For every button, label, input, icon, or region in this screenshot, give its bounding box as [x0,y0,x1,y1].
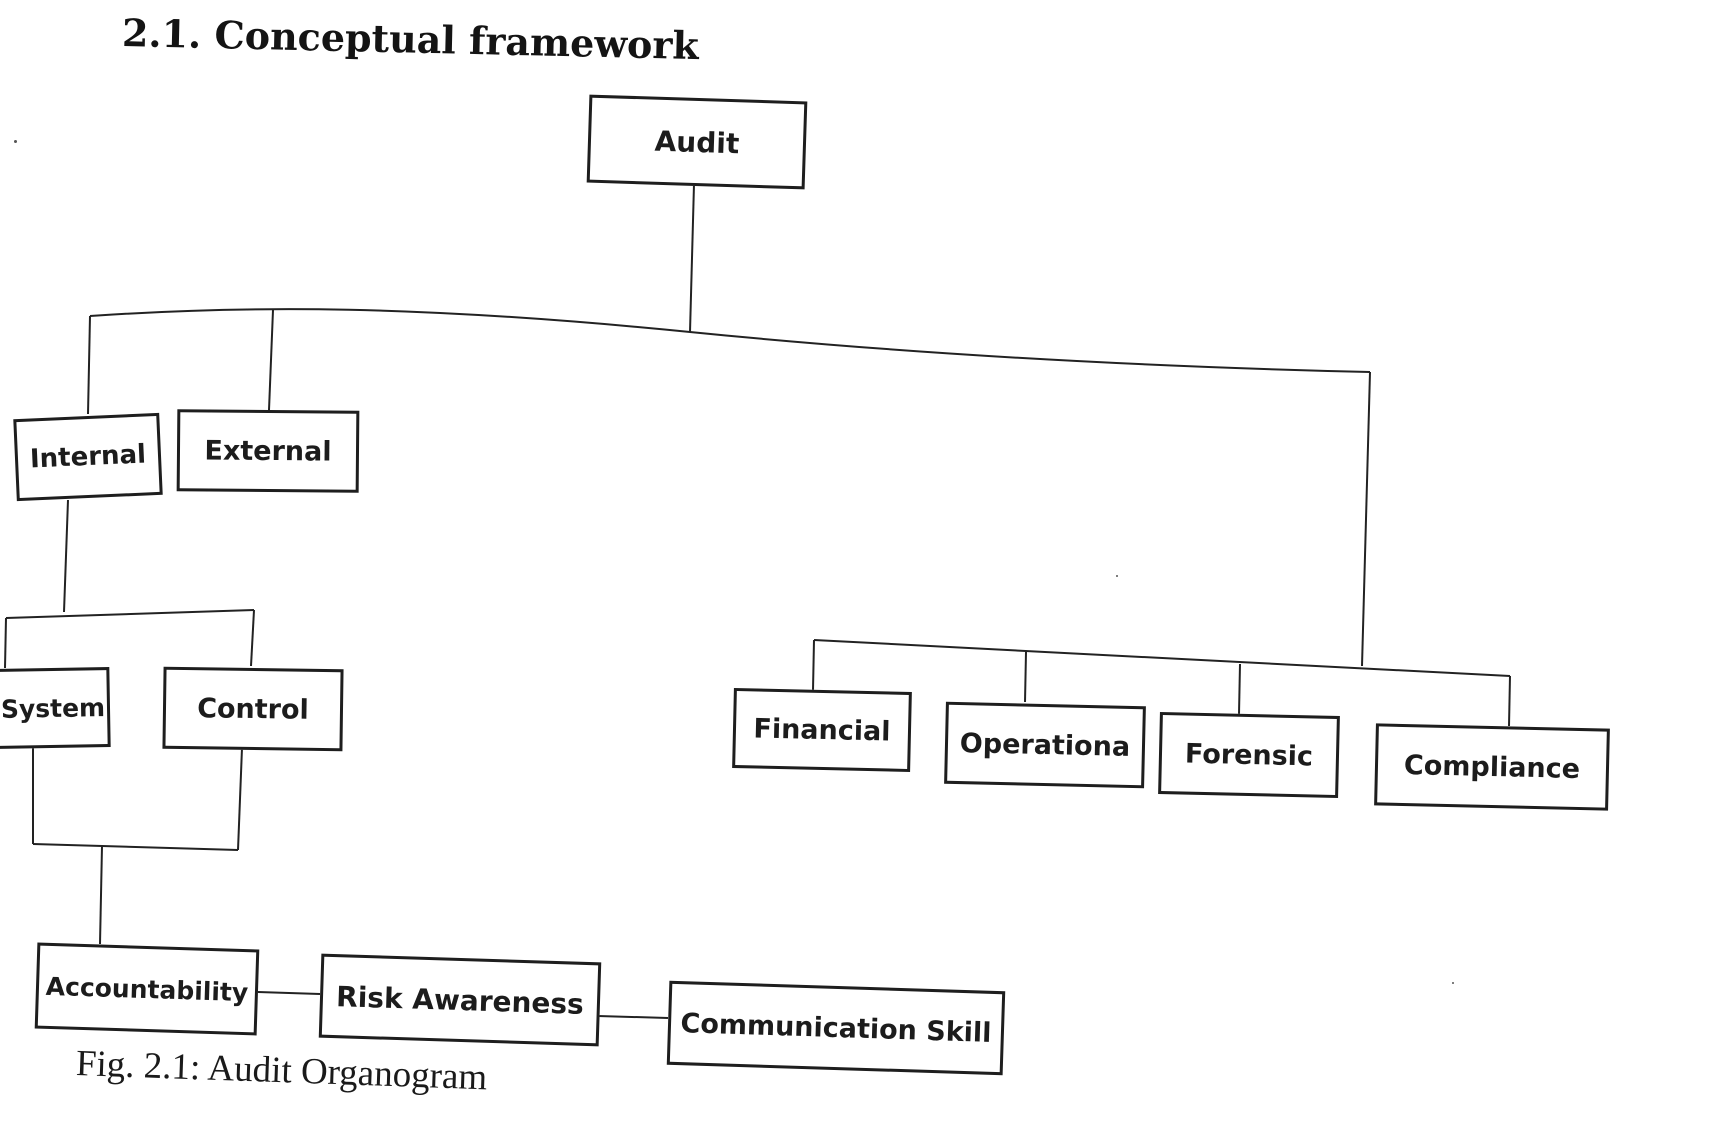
connector-main-bar [89,308,1371,373]
node-risk-awareness-label: Risk Awareness [335,979,585,1021]
node-audit: Audit [586,94,808,190]
connector-to-external [268,309,274,411]
node-communication-skill-label: Communication Skill [680,1007,992,1049]
node-risk-awareness: Risk Awareness [318,953,602,1047]
connector-to-system [4,617,7,669]
scan-speck [1452,982,1454,984]
node-forensic: Forensic [1158,711,1340,799]
node-control: Control [162,666,344,752]
connector-sys-ctrl-bar [5,609,255,619]
node-financial-label: Financial [753,712,891,748]
connector-to-forensic [1238,663,1241,715]
connector-to-operational [1024,651,1027,703]
node-system: System [0,667,111,749]
node-compliance-label: Compliance [1403,749,1581,785]
node-operational-label: Operationa [959,727,1131,763]
connector-right-trunk [1361,371,1371,667]
node-control-label: Control [196,692,310,726]
connector-to-control [250,609,255,667]
node-external-label: External [204,434,332,468]
node-forensic-label: Forensic [1184,738,1314,772]
connector-to-financial [812,639,815,691]
scan-speck [1116,575,1118,577]
node-communication-skill: Communication Skill [666,980,1006,1076]
node-system-label: System [0,692,106,724]
node-compliance: Compliance [1374,723,1610,811]
node-accountability: Accountability [34,942,260,1036]
node-internal: Internal [13,412,163,502]
node-internal-label: Internal [29,439,147,475]
node-operational: Operationa [944,701,1146,789]
connector-merge-bar [32,843,239,851]
node-audit-label: Audit [654,124,740,160]
node-external: External [176,409,360,493]
connector-risk-communication [597,1015,669,1019]
node-financial: Financial [732,687,912,773]
connector-to-accountability [99,845,103,945]
connector-to-compliance [1508,675,1511,727]
connector-right-bar [813,639,1511,677]
connector-internal-trunk [63,499,69,613]
connector-control-down [237,747,243,851]
connector-audit-trunk [689,183,695,333]
scan-speck [14,140,17,143]
connector-to-internal [87,315,91,415]
connector-accountability-risk [257,991,321,995]
node-accountability-label: Accountability [45,971,249,1007]
